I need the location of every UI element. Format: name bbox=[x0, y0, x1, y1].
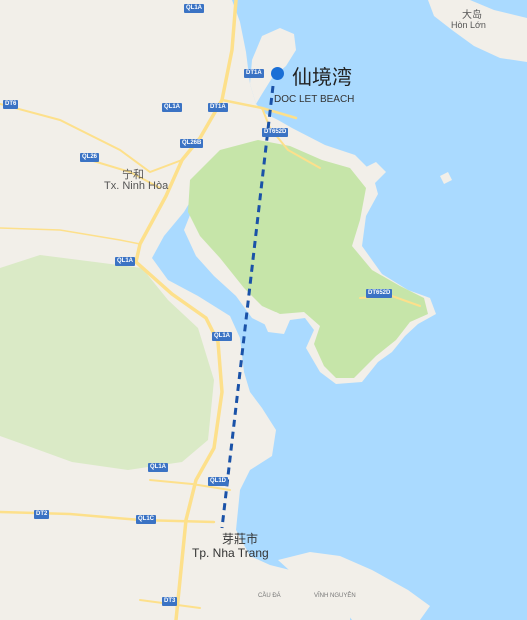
route-shield: DT6 bbox=[3, 100, 19, 109]
route-shield: DT652D bbox=[366, 289, 393, 298]
park-area bbox=[188, 140, 428, 378]
destination-name-zh[interactable]: 仙境湾 bbox=[292, 67, 352, 89]
route-shield: QL26B bbox=[180, 139, 204, 148]
route-shield: DT652D bbox=[262, 128, 289, 137]
destination-name-en[interactable]: DOC LET BEACH bbox=[274, 94, 355, 105]
route-shield: QL26 bbox=[80, 153, 100, 162]
route-shield: DT2 bbox=[34, 510, 50, 519]
island-small-2 bbox=[360, 162, 386, 184]
hon-lon-island bbox=[428, 0, 527, 62]
route-shield: DT1A bbox=[244, 69, 264, 78]
island-name-vi[interactable]: Hòn Lớn bbox=[451, 20, 486, 30]
route-shield: QL1A bbox=[184, 4, 205, 13]
road-network bbox=[0, 0, 421, 620]
city-name-vi[interactable]: Tp. Nha Trang bbox=[192, 546, 269, 560]
island-small-3 bbox=[440, 172, 452, 184]
route-shield: DT1A bbox=[208, 103, 228, 112]
island-name-zh[interactable]: 大岛 bbox=[462, 10, 482, 21]
town-name-zh[interactable]: 宁和 bbox=[122, 169, 144, 181]
route-shield: QL1C bbox=[136, 515, 157, 524]
place-label-cau-da: CẦU ĐÁ bbox=[258, 593, 281, 599]
route-shield: QL1A bbox=[212, 332, 233, 341]
north-peninsula bbox=[250, 28, 296, 104]
route-shield: QL1A bbox=[115, 257, 136, 266]
route-line bbox=[220, 85, 275, 529]
island-small-1 bbox=[262, 312, 290, 334]
city-name-zh[interactable]: 芽莊市 bbox=[222, 532, 259, 546]
town-name-vi[interactable]: Tx. Ninh Hòa bbox=[104, 180, 169, 192]
route-shield: QL1D bbox=[208, 477, 229, 486]
route-shield: QL1A bbox=[148, 463, 169, 472]
island-south bbox=[278, 552, 430, 620]
place-label-vinh-nguyen: VĨNH NGUYÊN bbox=[314, 593, 356, 599]
blue-dot-marker-icon[interactable] bbox=[271, 67, 284, 80]
hill-area bbox=[0, 255, 214, 470]
route-shield: DT3 bbox=[162, 597, 178, 606]
route-shield: QL1A bbox=[162, 103, 183, 112]
